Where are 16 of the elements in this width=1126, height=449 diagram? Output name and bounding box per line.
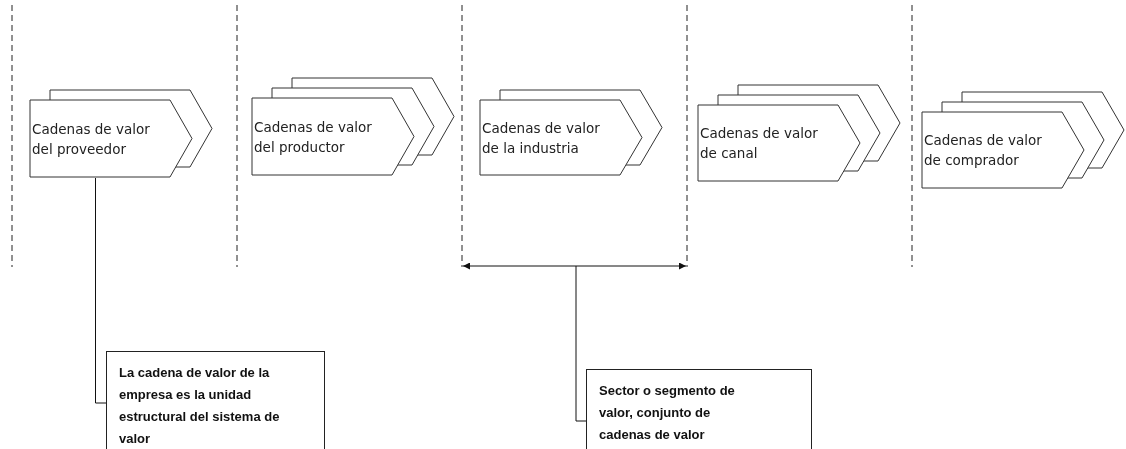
callout-box (106, 351, 325, 449)
pentagon-stack (921, 91, 1125, 189)
pentagon-stack (251, 77, 455, 176)
callout-box (586, 369, 812, 449)
pentagon-stack (29, 89, 213, 178)
callout-text: La cadena de valor de la empresa es la unidad estructural del sistema de valor (119, 365, 280, 446)
pentagon-stack (479, 89, 663, 176)
pentagon-stack (697, 84, 901, 182)
chain-label: Cadenas de valor del productor (254, 117, 373, 157)
chain-label: Cadenas de valor de canal (700, 124, 819, 163)
chain-label: Cadenas de valor de comprador (924, 131, 1043, 170)
leader-line (575, 265, 587, 422)
callout-text: Sector o segmento de valor, conjunto de cadenas de valor (599, 383, 735, 442)
leader-line (95, 177, 107, 404)
chain-label: Cadenas de valor del proveedor (32, 119, 151, 159)
chain-label: Cadenas de valor de la industria (482, 118, 601, 158)
